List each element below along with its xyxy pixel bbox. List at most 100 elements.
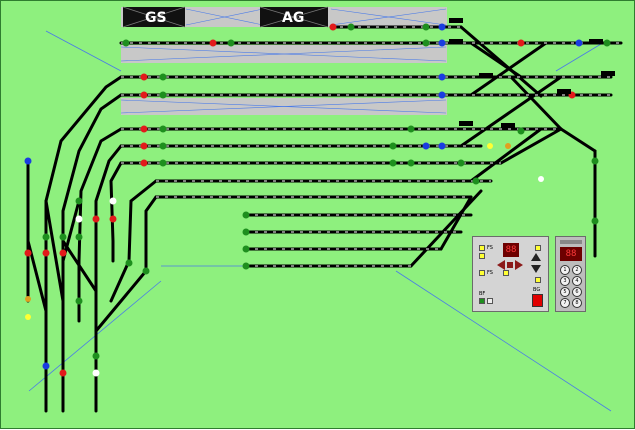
- signal-red: [109, 215, 117, 223]
- block-markers: [449, 18, 615, 128]
- indicator-white[interactable]: [487, 298, 493, 304]
- signal-green: [75, 233, 83, 241]
- keypad-display: 88: [560, 247, 582, 261]
- signal-blue: [24, 157, 32, 165]
- signal-green: [472, 177, 480, 185]
- signal-red: [140, 142, 148, 150]
- guide-lines: [28, 30, 612, 412]
- signal-green: [92, 352, 100, 360]
- keypad-header: [560, 240, 582, 244]
- signal-blue: [438, 39, 446, 47]
- signal-green: [242, 211, 250, 219]
- label-bottom-right: BG: [533, 287, 541, 293]
- key-6[interactable]: 6: [572, 287, 582, 297]
- signal-green: [159, 125, 167, 133]
- signal-yellow: [487, 143, 493, 149]
- signal-red: [59, 249, 67, 257]
- station-signs: GS AG: [122, 6, 329, 28]
- signal-red: [140, 91, 148, 99]
- signal-blue: [438, 142, 446, 150]
- signal-green: [59, 233, 67, 241]
- label-top-left: FS: [487, 245, 493, 251]
- key-8[interactable]: 8: [572, 298, 582, 308]
- indicator-yellow[interactable]: [479, 245, 485, 251]
- signal-red: [140, 159, 148, 167]
- signal-red: [329, 23, 337, 31]
- signal-yellow: [25, 314, 31, 320]
- signal-green: [389, 159, 397, 167]
- signal-red: [140, 125, 148, 133]
- station-label-right: AG: [282, 10, 304, 26]
- signal-blue: [438, 91, 446, 99]
- key-7[interactable]: 7: [560, 298, 570, 308]
- stop-button[interactable]: [532, 294, 543, 307]
- signal-white: [109, 197, 117, 205]
- key-2[interactable]: 2: [572, 265, 582, 275]
- stop-square-icon[interactable]: [507, 262, 513, 268]
- panel-display: 88: [503, 243, 519, 257]
- signal-green: [242, 228, 250, 236]
- signal-green: [159, 159, 167, 167]
- signal-green: [389, 142, 397, 150]
- indicator-yellow[interactable]: [535, 277, 541, 283]
- track-dashes: [121, 26, 621, 267]
- signal-green: [159, 73, 167, 81]
- signal-green: [159, 91, 167, 99]
- signal-green: [457, 159, 465, 167]
- signal-green: [591, 157, 599, 165]
- signal-blue: [42, 362, 50, 370]
- key-1[interactable]: 1: [560, 265, 570, 275]
- label-bottom-left: BF: [479, 291, 486, 297]
- signal-green: [591, 217, 599, 225]
- signal-white: [92, 369, 100, 377]
- signal-green: [242, 245, 250, 253]
- tracks[interactable]: [26, 25, 623, 413]
- signal-green: [422, 23, 430, 31]
- signal-blue: [575, 39, 583, 47]
- signal-blue: [438, 73, 446, 81]
- arrow-right-icon[interactable]: [515, 260, 523, 270]
- signal-green: [42, 233, 50, 241]
- station-label-left: GS: [145, 10, 167, 26]
- signal-green: [227, 39, 235, 47]
- signal-green: [347, 23, 355, 31]
- keypad-panel: 88 1 2 3 4 5 6 7 8: [555, 236, 586, 312]
- signal-green: [125, 259, 133, 267]
- arrow-down-icon[interactable]: [531, 265, 541, 273]
- signal-green: [122, 39, 130, 47]
- signal-green: [603, 39, 611, 47]
- indicator-green[interactable]: [479, 298, 485, 304]
- signal-green: [517, 127, 525, 135]
- arrow-up-icon[interactable]: [531, 253, 541, 261]
- label-middle-left: FS: [487, 270, 493, 276]
- signal-red: [517, 39, 525, 47]
- indicator-yellow[interactable]: [535, 245, 541, 251]
- key-4[interactable]: 4: [572, 276, 582, 286]
- signal-green: [75, 297, 83, 305]
- signal-blue: [438, 23, 446, 31]
- signal-green: [242, 262, 250, 270]
- signals[interactable]: [24, 23, 611, 377]
- signal-red: [42, 249, 50, 257]
- signal-green: [422, 39, 430, 47]
- signal-white: [75, 215, 83, 223]
- indicator-yellow[interactable]: [479, 253, 485, 259]
- indicator-yellow[interactable]: [479, 270, 485, 276]
- indicator-yellow[interactable]: [503, 270, 509, 276]
- signal-green: [159, 142, 167, 150]
- signal-red: [140, 73, 148, 81]
- signal-green: [407, 125, 415, 133]
- key-3[interactable]: 3: [560, 276, 570, 286]
- signal-white: [538, 176, 544, 182]
- signal-red: [59, 369, 67, 377]
- signal-blue: [422, 142, 430, 150]
- signal-red: [24, 249, 32, 257]
- signal-red: [209, 39, 217, 47]
- signal-green: [75, 197, 83, 205]
- control-panel: FS 88 FS BF BG: [472, 236, 549, 312]
- signal-orange: [505, 143, 511, 149]
- arrow-left-icon[interactable]: [497, 260, 505, 270]
- key-5[interactable]: 5: [560, 287, 570, 297]
